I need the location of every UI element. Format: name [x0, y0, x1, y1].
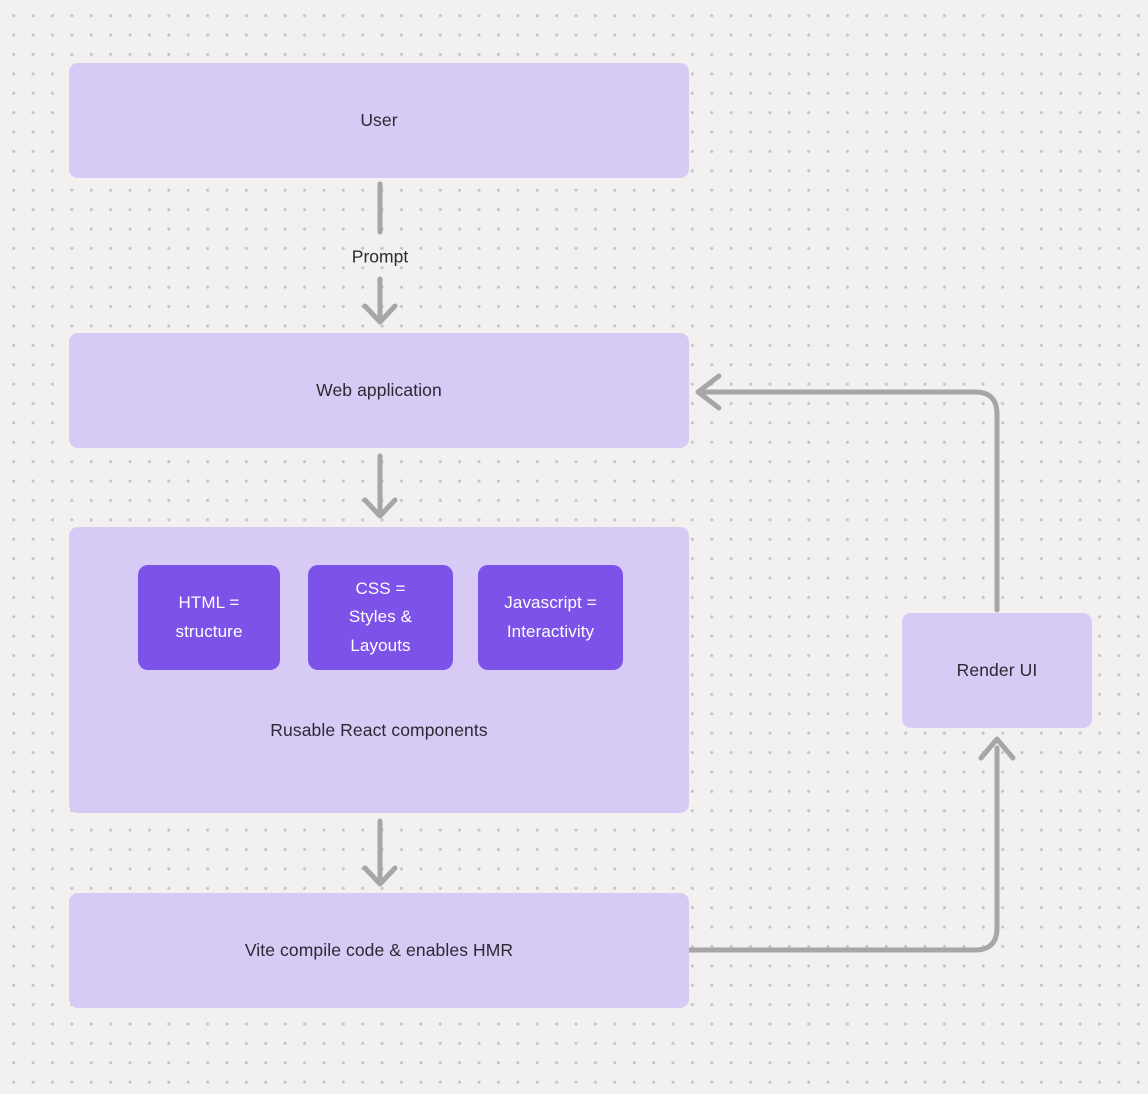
arrowhead-up-icon [978, 736, 1016, 761]
chip-javascript: Javascript = Interactivity [478, 565, 623, 670]
node-render-ui-label: Render UI [956, 660, 1038, 680]
chip-javascript-label: Javascript = Interactivity [504, 592, 597, 641]
node-vite-label: Vite compile code & enables HMR [244, 940, 514, 960]
arrowhead-down-icon [362, 497, 398, 519]
chip-html: HTML = structure [138, 565, 280, 670]
edge-label-prompt: Prompt [351, 246, 409, 267]
node-vite: Vite compile code & enables HMR [69, 893, 689, 1008]
edge-components-to-vite [362, 818, 398, 887]
node-react-components: HTML = structure CSS = Styles & Layouts … [69, 527, 689, 813]
edge-vite-to-render-ui [686, 736, 1016, 953]
node-user: User [69, 63, 689, 178]
chip-css: CSS = Styles & Layouts [308, 565, 453, 670]
chip-html-label: HTML = structure [175, 592, 243, 641]
node-web-application-label: Web application [316, 380, 442, 400]
node-web-application: Web application [69, 333, 689, 448]
chip-css-label: CSS = Styles & Layouts [348, 578, 413, 655]
edge-webapp-to-components [362, 453, 398, 519]
node-react-components-label: Rusable React components [270, 720, 488, 740]
arrowhead-down-icon [362, 303, 398, 325]
arrowhead-left-icon [695, 373, 722, 411]
edge-render-ui-to-webapp [695, 373, 1000, 613]
node-user-label: User [360, 110, 398, 130]
node-render-ui: Render UI [902, 613, 1092, 728]
arrowhead-down-icon [362, 865, 398, 887]
